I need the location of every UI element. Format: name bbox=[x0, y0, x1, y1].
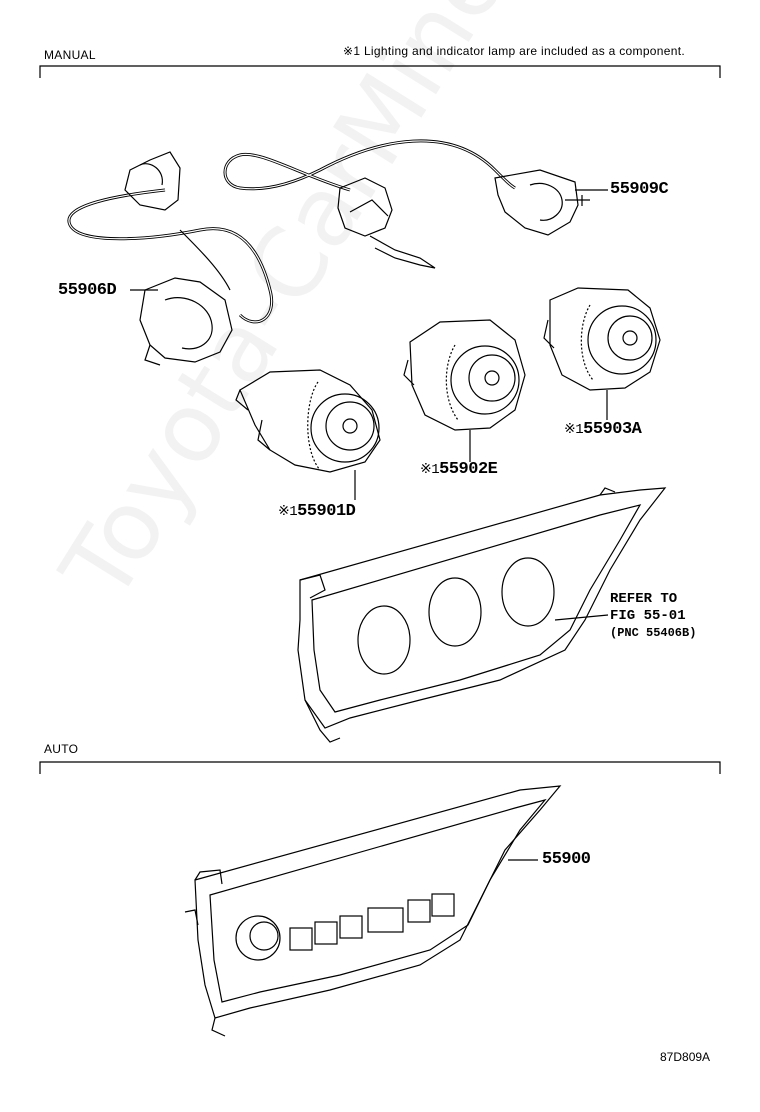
auto-panel-55900 bbox=[184, 785, 562, 1037]
manual-section-bracket bbox=[39, 65, 721, 78]
reference-note: REFER TO FIG 55-01 (PNC 55406B) bbox=[610, 591, 696, 642]
reference-line-1: REFER TO bbox=[610, 591, 678, 607]
reference-line-2: FIG 55-01 bbox=[610, 608, 686, 624]
callout-55901d: ※155901D bbox=[278, 502, 356, 521]
section-label-manual: MANUAL bbox=[44, 48, 96, 62]
auto-section-bracket bbox=[39, 761, 721, 774]
callout-55902e: ※155902E bbox=[420, 460, 498, 479]
manual-bezel-panel bbox=[297, 487, 667, 743]
callout-55903a-mark: ※1 bbox=[564, 422, 584, 438]
callout-55902e-number: 55902E bbox=[439, 460, 498, 479]
callout-55906d: 55906D bbox=[58, 281, 117, 300]
callout-55901d-mark: ※1 bbox=[278, 504, 298, 520]
knob-55902e bbox=[403, 319, 526, 462]
cable-55909c bbox=[223, 139, 590, 269]
component-note: ※1 Lighting and indicator lamp are inclu… bbox=[343, 44, 685, 58]
callout-55903a-number: 55903A bbox=[583, 420, 642, 439]
callout-55909c: 55909C bbox=[610, 180, 669, 199]
callout-55900: 55900 bbox=[542, 850, 591, 869]
callout-55902e-mark: ※1 bbox=[420, 462, 440, 478]
knob-55901d bbox=[235, 369, 381, 500]
callout-55901d-number: 55901D bbox=[297, 502, 356, 521]
cable-55906d bbox=[67, 151, 274, 366]
reference-line-3: (PNC 55406B) bbox=[610, 626, 697, 640]
figure-id: 87D809A bbox=[660, 1050, 711, 1064]
callout-55903a: ※155903A bbox=[564, 420, 642, 439]
knob-55903a bbox=[543, 287, 661, 420]
section-label-auto: AUTO bbox=[44, 742, 79, 756]
